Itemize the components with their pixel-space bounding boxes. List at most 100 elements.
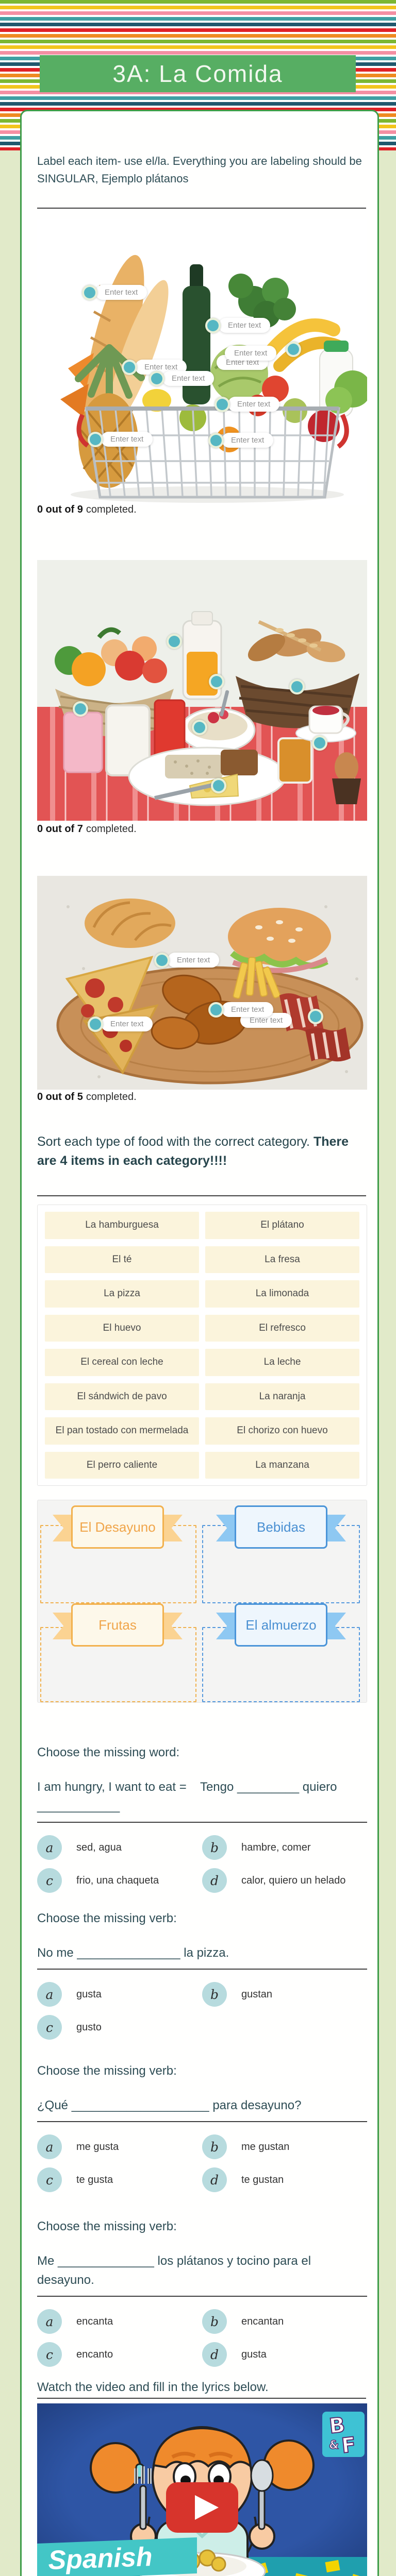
question-heading: Choose the missing word: xyxy=(37,1745,180,1759)
answer-option-c[interactable]: c frio, una chaqueta xyxy=(37,1867,202,1894)
hotspot-dot[interactable] xyxy=(192,720,207,735)
word-card[interactable]: El plátano xyxy=(205,1212,359,1239)
option-letter-badge[interactable]: b xyxy=(202,2134,227,2159)
breakfast-photo xyxy=(37,560,367,821)
answer-option-c[interactable]: c encanto xyxy=(37,2341,202,2368)
answer-option-a[interactable]: a sed, agua xyxy=(37,1834,202,1861)
answer-option-d[interactable]: d te gustan xyxy=(202,2166,367,2193)
answer-option-a[interactable]: a gusta xyxy=(37,1981,202,2008)
category-ribbon-el-desayuno: El Desayuno xyxy=(53,1505,183,1549)
hotspot-dot[interactable] xyxy=(154,953,170,968)
egg-cup-icon xyxy=(332,752,361,804)
hotspot-dot[interactable] xyxy=(122,360,137,375)
hotspot-dot[interactable] xyxy=(88,432,103,447)
hotspot-dot[interactable] xyxy=(82,285,97,300)
answer-option-b[interactable]: b gustan xyxy=(202,1981,367,2008)
answer-option-b[interactable]: b me gustan xyxy=(202,2133,367,2160)
answer-option-b[interactable]: b encantan xyxy=(202,2308,367,2335)
word-card[interactable]: El sándwich de pavo xyxy=(45,1383,199,1410)
hotspot-dot[interactable] xyxy=(312,735,327,751)
hotspot-dot[interactable] xyxy=(205,318,221,333)
hotspot-dot[interactable] xyxy=(149,371,164,386)
hotspot-label-11[interactable]: Enter text xyxy=(208,1002,274,1018)
answer-option-a[interactable]: a me gusta xyxy=(37,2133,202,2160)
page-title-banner: 3A: La Comida xyxy=(40,55,356,92)
option-letter-badge[interactable]: d xyxy=(202,1868,227,1893)
option-letter-badge[interactable]: d xyxy=(202,2342,227,2367)
hotspot-label-1[interactable]: Enter text xyxy=(82,285,147,300)
sandwich-icon xyxy=(228,908,331,973)
enter-text-field[interactable]: Enter text xyxy=(222,1002,274,1017)
word-card[interactable]: La fresa xyxy=(205,1246,359,1273)
answer-option-d[interactable]: d gusta xyxy=(202,2341,367,2368)
word-card[interactable]: El cereal con leche xyxy=(45,1349,199,1376)
option-letter-badge[interactable]: c xyxy=(37,1868,62,1893)
enter-text-field[interactable]: Enter text xyxy=(219,318,271,333)
enter-text-field[interactable]: Enter text xyxy=(225,346,277,361)
option-letter-badge[interactable]: b xyxy=(202,1982,227,2007)
option-letter-badge[interactable]: c xyxy=(37,2015,62,2040)
hotspot-label-9[interactable]: Enter text xyxy=(208,433,274,448)
video-player[interactable]: Spanish B & F xyxy=(37,2403,367,2576)
hotspot-dot[interactable] xyxy=(208,1002,224,1018)
hotspot-dot[interactable] xyxy=(88,1016,103,1032)
divider xyxy=(37,2121,367,2122)
hotspot-dot[interactable] xyxy=(211,778,226,793)
word-bank-panel: La hamburguesa El plátano El té La fresa… xyxy=(37,1205,367,1486)
hotspot-label-6[interactable]: Enter text xyxy=(149,371,214,386)
hotspot-label-2[interactable]: Enter text xyxy=(205,318,271,333)
option-letter-badge[interactable]: c xyxy=(37,2167,62,2192)
answer-option-c[interactable]: c gusto xyxy=(37,2014,202,2041)
option-letter-badge[interactable]: a xyxy=(37,1982,62,2007)
enter-text-field[interactable]: Enter text xyxy=(95,285,147,300)
page-title: 3A: La Comida xyxy=(112,60,283,87)
hotspot-dot[interactable] xyxy=(167,634,182,649)
option-letter-badge[interactable]: c xyxy=(37,2342,62,2367)
word-card[interactable]: La hamburguesa xyxy=(45,1212,199,1239)
option-letter-badge[interactable]: a xyxy=(37,2309,62,2334)
word-card[interactable]: El chorizo con huevo xyxy=(205,1417,359,1445)
enter-text-field[interactable]: Enter text xyxy=(101,1016,153,1031)
answer-option-c[interactable]: c te gusta xyxy=(37,2166,202,2193)
enter-text-field[interactable]: Enter text xyxy=(222,433,274,448)
hotspot-label-10[interactable]: Enter text xyxy=(154,953,220,968)
spanish-banner: Spanish xyxy=(37,2537,197,2576)
option-letter-badge[interactable]: a xyxy=(37,1835,62,1860)
word-card[interactable]: La pizza xyxy=(45,1280,199,1308)
word-card[interactable]: La leche xyxy=(205,1349,359,1376)
hotspot-label-7[interactable]: Enter text xyxy=(214,397,280,412)
answer-option-a[interactable]: a encanta xyxy=(37,2308,202,2335)
word-card[interactable]: El pan tostado con mermelada xyxy=(45,1417,199,1445)
word-card[interactable]: La limonada xyxy=(205,1280,359,1308)
word-card[interactable]: El refresco xyxy=(205,1314,359,1342)
word-card[interactable]: El té xyxy=(45,1246,199,1273)
enter-text-field[interactable]: Enter text xyxy=(168,953,220,968)
answer-option-b[interactable]: b hambre, comer xyxy=(202,1834,367,1861)
enter-text-field[interactable]: Enter text xyxy=(101,432,153,447)
hotspot-dot[interactable] xyxy=(286,342,301,357)
word-card[interactable]: La naranja xyxy=(205,1383,359,1410)
option-letter-badge[interactable]: b xyxy=(202,1835,227,1860)
answer-option-d[interactable]: d calor, quiero un helado xyxy=(202,1867,367,1894)
hotspot-dot[interactable] xyxy=(214,397,230,412)
hotspot-dot[interactable] xyxy=(289,679,305,694)
hotspot-dot[interactable] xyxy=(209,674,224,689)
hotspot-label-13[interactable]: Enter text xyxy=(88,1016,153,1032)
option-letter-badge[interactable]: b xyxy=(202,2309,227,2334)
hotspot-label-3[interactable]: Enter text xyxy=(225,346,277,361)
hotspot-label-8[interactable]: Enter text xyxy=(88,432,153,447)
word-card[interactable]: La manzana xyxy=(205,1451,359,1479)
sort-instructions: Sort each type of food with the correct … xyxy=(37,1134,349,1168)
hotspot-dot[interactable] xyxy=(73,701,88,717)
word-card[interactable]: El perro caliente xyxy=(45,1451,199,1479)
option-letter-badge[interactable]: a xyxy=(37,2134,62,2159)
category-ribbon-frutas: Frutas xyxy=(53,1603,183,1647)
enter-text-field[interactable]: Enter text xyxy=(162,371,214,386)
hotspot-dot[interactable] xyxy=(308,1009,323,1024)
enter-text-field[interactable]: Enter text xyxy=(228,397,280,412)
option-letter-badge[interactable]: d xyxy=(202,2167,227,2192)
word-card[interactable]: El huevo xyxy=(45,1314,199,1342)
hotspot-dot[interactable] xyxy=(208,433,224,448)
